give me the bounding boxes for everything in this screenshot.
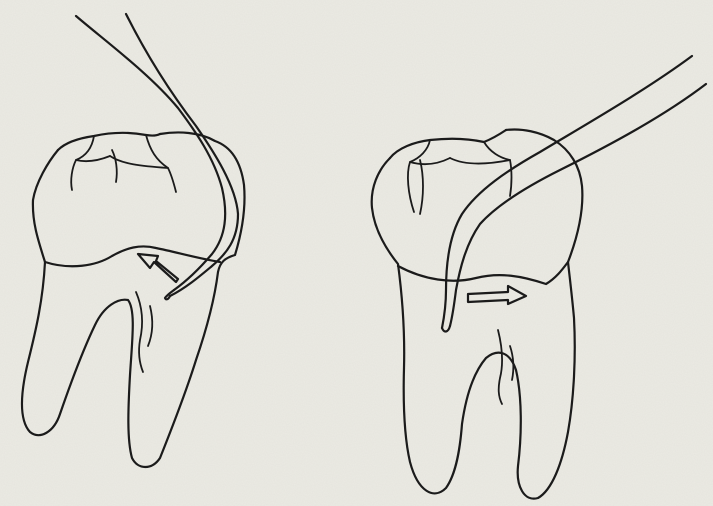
paper-texture <box>0 0 713 506</box>
illustration-canvas <box>0 0 713 506</box>
dental-probing-illustration <box>0 0 713 506</box>
